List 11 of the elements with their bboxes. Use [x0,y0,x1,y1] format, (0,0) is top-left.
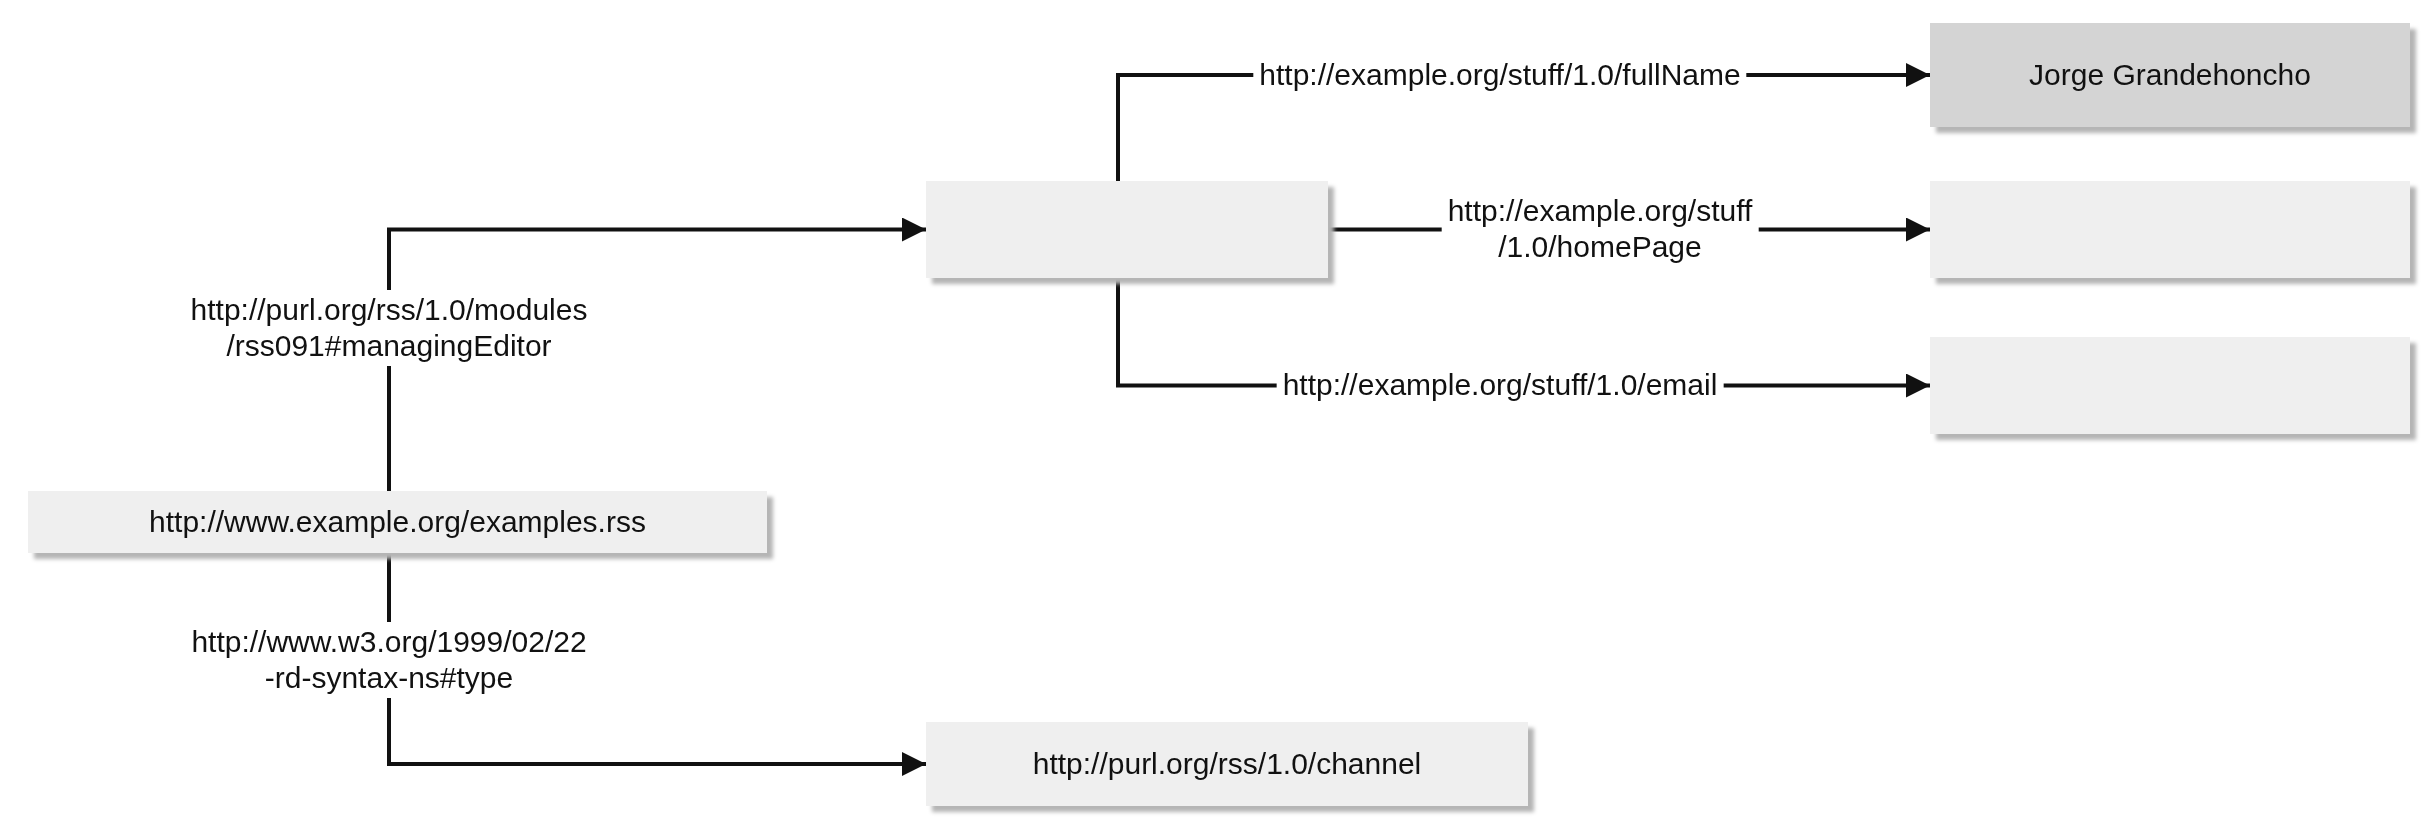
arrow [387,217,926,491]
node-label: http://www.example.org/examples.rss [149,505,646,539]
resource-box [28,491,767,553]
node-label: http://purl.org/rss/1.0/channel [1032,747,1422,781]
blank-node-box [1930,181,2410,278]
resource-box [926,722,1528,806]
resource-box [1930,23,2410,127]
blank-node-box [1930,337,2410,434]
blank-node-box [926,181,1328,278]
node-label: Jorge Grandehoncho [2029,58,2311,92]
arrow [387,553,926,776]
